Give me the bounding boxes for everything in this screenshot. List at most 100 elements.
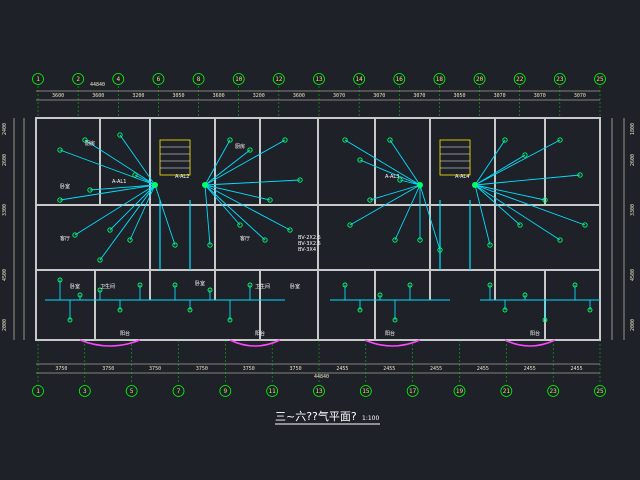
- building-walls: [35, 117, 601, 341]
- socket-icon: [77, 292, 83, 298]
- room-label: 阳台: [120, 330, 130, 337]
- socket-icon: [187, 307, 193, 313]
- top-axis-bubble: [152, 73, 165, 85]
- wire: [389, 139, 421, 186]
- socket-icon: [342, 282, 348, 288]
- top-dimension-label: 3600: [293, 93, 305, 99]
- left-dimension-label: 2000: [2, 319, 8, 331]
- light-fixture-icon: [517, 222, 523, 228]
- top-dimension-label: 3600: [52, 93, 64, 99]
- wire: [89, 184, 156, 191]
- bottom-dimension-label: 3750: [196, 366, 208, 372]
- bottom-dimension-label: 2455: [477, 366, 489, 372]
- top-dimension-line: [36, 90, 600, 101]
- light-fixture-icon: [417, 237, 423, 243]
- wire: [204, 184, 211, 246]
- left-dimension-label: 2400: [2, 123, 8, 135]
- socket-icon: [357, 307, 363, 313]
- bottom-dimension-label: 3750: [243, 366, 255, 372]
- top-dimension-label: 3070: [373, 93, 385, 99]
- light-fixture-icon: [87, 187, 93, 193]
- wire: [109, 184, 156, 231]
- bottom-axis-label: 17: [409, 388, 417, 395]
- bottom-axis-bubble: [313, 385, 325, 397]
- wire: [474, 139, 506, 186]
- left-dimension-label: 2600: [2, 154, 8, 166]
- bottom-dimension-label: 2455: [524, 366, 536, 372]
- bottom-dimension-label: 2455: [430, 366, 442, 372]
- left-dimension-line: [13, 118, 25, 340]
- wire: [129, 184, 156, 241]
- bottom-axis-label: 25: [596, 388, 604, 395]
- wire: [394, 184, 421, 241]
- top-dimension-label: 3070: [574, 93, 586, 99]
- socket-icon: [407, 282, 413, 288]
- drawing-title: 三~六??气平面?: [275, 409, 357, 423]
- bottom-axis-bubble: [500, 385, 513, 397]
- bottom-dimension-label: 3750: [102, 366, 114, 372]
- bottom-axis-bubble: [78, 385, 91, 397]
- bottom-axis-label: 23: [550, 388, 558, 395]
- socket-icon: [522, 292, 528, 298]
- light-fixture-icon: [502, 137, 508, 143]
- light-fixture-icon: [487, 242, 493, 248]
- wire: [204, 184, 266, 241]
- socket-icon: [57, 277, 63, 283]
- wire: [74, 184, 156, 236]
- socket-icon: [572, 282, 578, 288]
- light-fixture-icon: [557, 137, 563, 143]
- bottom-axis-bubble: [266, 385, 279, 397]
- light-fixture-icon: [542, 197, 548, 203]
- light-fixture-icon: [387, 137, 393, 143]
- wire: [134, 174, 156, 186]
- wire: [419, 184, 441, 251]
- room-label: 厨房: [85, 140, 95, 147]
- light-fixture-icon: [262, 237, 268, 243]
- junction-icon: [472, 182, 478, 188]
- socket-icon: [207, 287, 213, 293]
- bottom-axis-bubble: [453, 385, 466, 397]
- bottom-dimension-line: [36, 363, 600, 374]
- bottom-axis-label: 5: [130, 388, 134, 395]
- top-axis-bubble: [32, 73, 44, 85]
- top-axis-bubble: [232, 73, 245, 85]
- distribution-panel-label: A-AL2: [175, 174, 189, 180]
- right-dimension-label: 2600: [630, 154, 636, 166]
- bottom-axis-bubble: [219, 385, 232, 397]
- top-axis-bubble: [393, 73, 406, 85]
- room-label: 卧室: [70, 283, 80, 290]
- wire: [204, 184, 271, 201]
- bottom-axis-label: 7: [177, 388, 181, 395]
- distribution-panel-label: A-AL3: [385, 174, 399, 180]
- top-dimension-label: 3070: [534, 93, 546, 99]
- light-fixture-icon: [57, 197, 63, 203]
- legend-line-3: BV-3X4: [298, 247, 316, 253]
- stairwells: [159, 139, 471, 176]
- room-label: 阳台: [385, 330, 395, 337]
- top-axis-label: 4: [116, 76, 120, 83]
- socket-icon: [137, 282, 143, 288]
- light-fixture-icon: [227, 137, 233, 143]
- light-fixture-icon: [57, 147, 63, 153]
- socket-icon: [247, 282, 253, 288]
- light-fixture-icon: [82, 137, 88, 143]
- light-fixture-icon: [267, 197, 273, 203]
- top-axis-bubble: [433, 73, 446, 85]
- room-label: 厨房: [235, 143, 245, 150]
- wire: [359, 159, 421, 186]
- bottom-dimension-label: 3750: [55, 366, 67, 372]
- light-fixture-icon: [287, 227, 293, 233]
- wire: [474, 184, 521, 226]
- wire: [154, 184, 176, 246]
- right-dimension-label: 2000: [630, 319, 636, 331]
- light-fixture-icon: [582, 222, 588, 228]
- bottom-dimension-label: 2455: [571, 366, 583, 372]
- bottom-dimension-label: 3750: [290, 366, 302, 372]
- bottom-dimension-label: 2455: [383, 366, 395, 372]
- wire: [59, 149, 156, 186]
- socket-icon: [502, 307, 508, 313]
- bottom-axis-bubble: [547, 385, 560, 397]
- distribution-panel-label: A-AL1: [112, 179, 126, 185]
